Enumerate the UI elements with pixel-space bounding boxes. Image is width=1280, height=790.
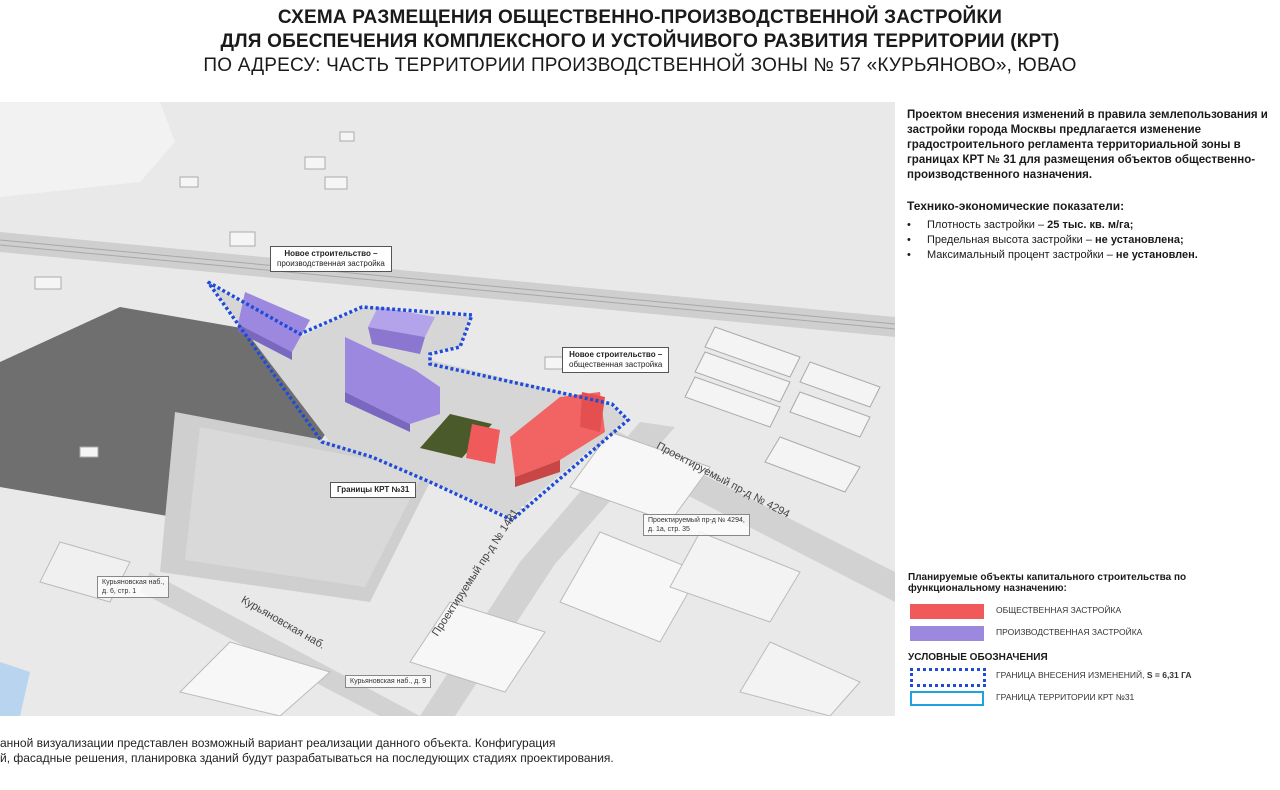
legend-row-industrial: ПРОИЗВОДСТВЕННАЯ ЗАСТРОЙКА — [908, 624, 1273, 646]
tep-percent-value: не установлен. — [1115, 249, 1198, 261]
address-6-line2: д. 6, стр. 1 — [102, 588, 137, 595]
railway — [0, 232, 895, 337]
title-line-2: ДЛЯ ОБЕСПЕЧЕНИЯ КОМПЛЕКСНОГО И УСТОЙЧИВО… — [220, 31, 1060, 52]
warehouse-3 — [409, 601, 546, 693]
tep-height-value: не установлена; — [1095, 234, 1184, 246]
callout-industrial-line1: Новое строительство – — [284, 249, 378, 258]
warehouse-6 — [739, 641, 861, 716]
address-label-kuryanovskaya-9: Курьяновская наб., д. 9 — [345, 675, 432, 688]
legend-label-public: ОБЩЕСТВЕННАЯ ЗАСТРОЙКА — [996, 605, 1122, 615]
legend-label-boundary-change: ГРАНИЦА ВНЕСЕНИЯ ИЗМЕНЕНИЙ, S = 6,31 ГА — [996, 670, 1192, 680]
legend-boundary-change-area: S = 6,31 ГА — [1146, 670, 1192, 680]
callout-industrial-line2: производственная застройка — [277, 259, 385, 268]
legend-row-boundary-change: ГРАНИЦА ВНЕСЕНИЯ ИЗМЕНЕНИЙ, S = 6,31 ГА — [908, 667, 1273, 689]
tep-item-density: Плотность застройки – 25 тыс. кв. м/га; — [907, 218, 1272, 233]
callout-boundary: Границы КРТ №31 — [330, 482, 417, 498]
legend-row-public: ОБЩЕСТВЕННАЯ ЗАСТРОЙКА — [908, 602, 1273, 624]
callout-public: Новое строительство – общественная застр… — [562, 347, 670, 373]
legend-swatch-public — [910, 604, 984, 619]
address-4294-line1: Проектируемый пр-д № 4294, — [648, 517, 745, 524]
industrial-buildings — [238, 292, 440, 432]
title-line-3: ПО АДРЕСУ: ЧАСТЬ ТЕРРИТОРИИ ПРОИЗВОДСТВЕ… — [203, 55, 1077, 76]
title-line-1: СХЕМА РАЗМЕЩЕНИЯ ОБЩЕСТВЕННО-ПРОИЗВОДСТВ… — [277, 7, 1003, 28]
tep-item-height: Предельная высота застройки – не установ… — [907, 233, 1272, 248]
legend-boundary-change-text: ГРАНИЦА ВНЕСЕНИЯ ИЗМЕНЕНИЙ, — [996, 670, 1147, 680]
callout-public-line2: общественная застройка — [569, 360, 663, 369]
warehouse-5 — [669, 531, 801, 623]
legend-swatch-krt-boundary — [910, 691, 984, 706]
tep-percent-label: Максимальный процент застройки – — [927, 249, 1116, 261]
small-buildings — [34, 131, 566, 510]
warehouse-4 — [179, 641, 332, 716]
footnote: анной визуализации представлен возможный… — [0, 736, 900, 766]
legend-row-krt-boundary: ГРАНИЦА ТЕРРИТОРИИ КРТ №31 — [908, 689, 1273, 711]
tep-height-label: Предельная высота застройки – — [927, 234, 1096, 246]
public-buildings — [466, 392, 605, 487]
legend: Планируемые объекты капитального строите… — [908, 572, 1273, 711]
address-label-kuryanovskaya-6: Курьяновская наб., д. 6, стр. 1 — [97, 576, 170, 598]
address-4294-line2: д. 1а, стр. 35 — [648, 526, 690, 533]
parking-inner — [185, 427, 425, 587]
legend-label-krt-boundary: ГРАНИЦА ТЕРРИТОРИИ КРТ №31 — [996, 692, 1135, 702]
industrial-sheds — [684, 326, 881, 493]
legend-title: Планируемые объекты капитального строите… — [908, 572, 1187, 594]
rail-lines — [0, 239, 895, 330]
callout-industrial: Новое строительство – производственная з… — [270, 246, 392, 272]
footnote-line-1: анной визуализации представлен возможный… — [0, 736, 556, 750]
legend-swatch-boundary-change — [910, 668, 986, 687]
tep-item-percent: Максимальный процент застройки – не уста… — [907, 248, 1272, 263]
description-text: Проектом внесения изменений в правила зе… — [907, 109, 1268, 181]
map-title: СХЕМА РАЗМЕЩЕНИЯ ОБЩЕСТВЕННО-ПРОИЗВОДСТВ… — [0, 6, 1280, 78]
tep-title: Технико-экономические показатели: — [907, 199, 1125, 213]
description-panel: Проектом внесения изменений в правила зе… — [907, 108, 1272, 263]
legend-symbols-title: УСЛОВНЫЕ ОБОЗНАЧЕНИЯ — [908, 652, 1048, 663]
map-svg — [0, 102, 895, 716]
legend-swatch-industrial — [910, 626, 984, 641]
address-label-4294: Проектируемый пр-д № 4294, д. 1а, стр. 3… — [643, 514, 750, 536]
krt-boundary-line — [206, 280, 631, 523]
river-area — [0, 102, 175, 197]
tep-list: Плотность застройки – 25 тыс. кв. м/га; … — [907, 218, 1272, 263]
legend-label-industrial: ПРОИЗВОДСТВЕННАЯ ЗАСТРОЙКА — [996, 627, 1143, 637]
tep-density-value: 25 тыс. кв. м/га; — [1047, 219, 1134, 231]
callout-public-line1: Новое строительство – — [569, 350, 663, 359]
address-6-line1: Курьяновская наб., — [102, 579, 165, 586]
footnote-line-2: й, фасадные решения, планировка зданий б… — [0, 751, 614, 765]
map-visualization: Новое строительство – производственная з… — [0, 102, 895, 716]
water-bottom-left — [0, 662, 30, 716]
tep-density-label: Плотность застройки – — [927, 219, 1048, 231]
warehouse-2 — [559, 531, 701, 643]
